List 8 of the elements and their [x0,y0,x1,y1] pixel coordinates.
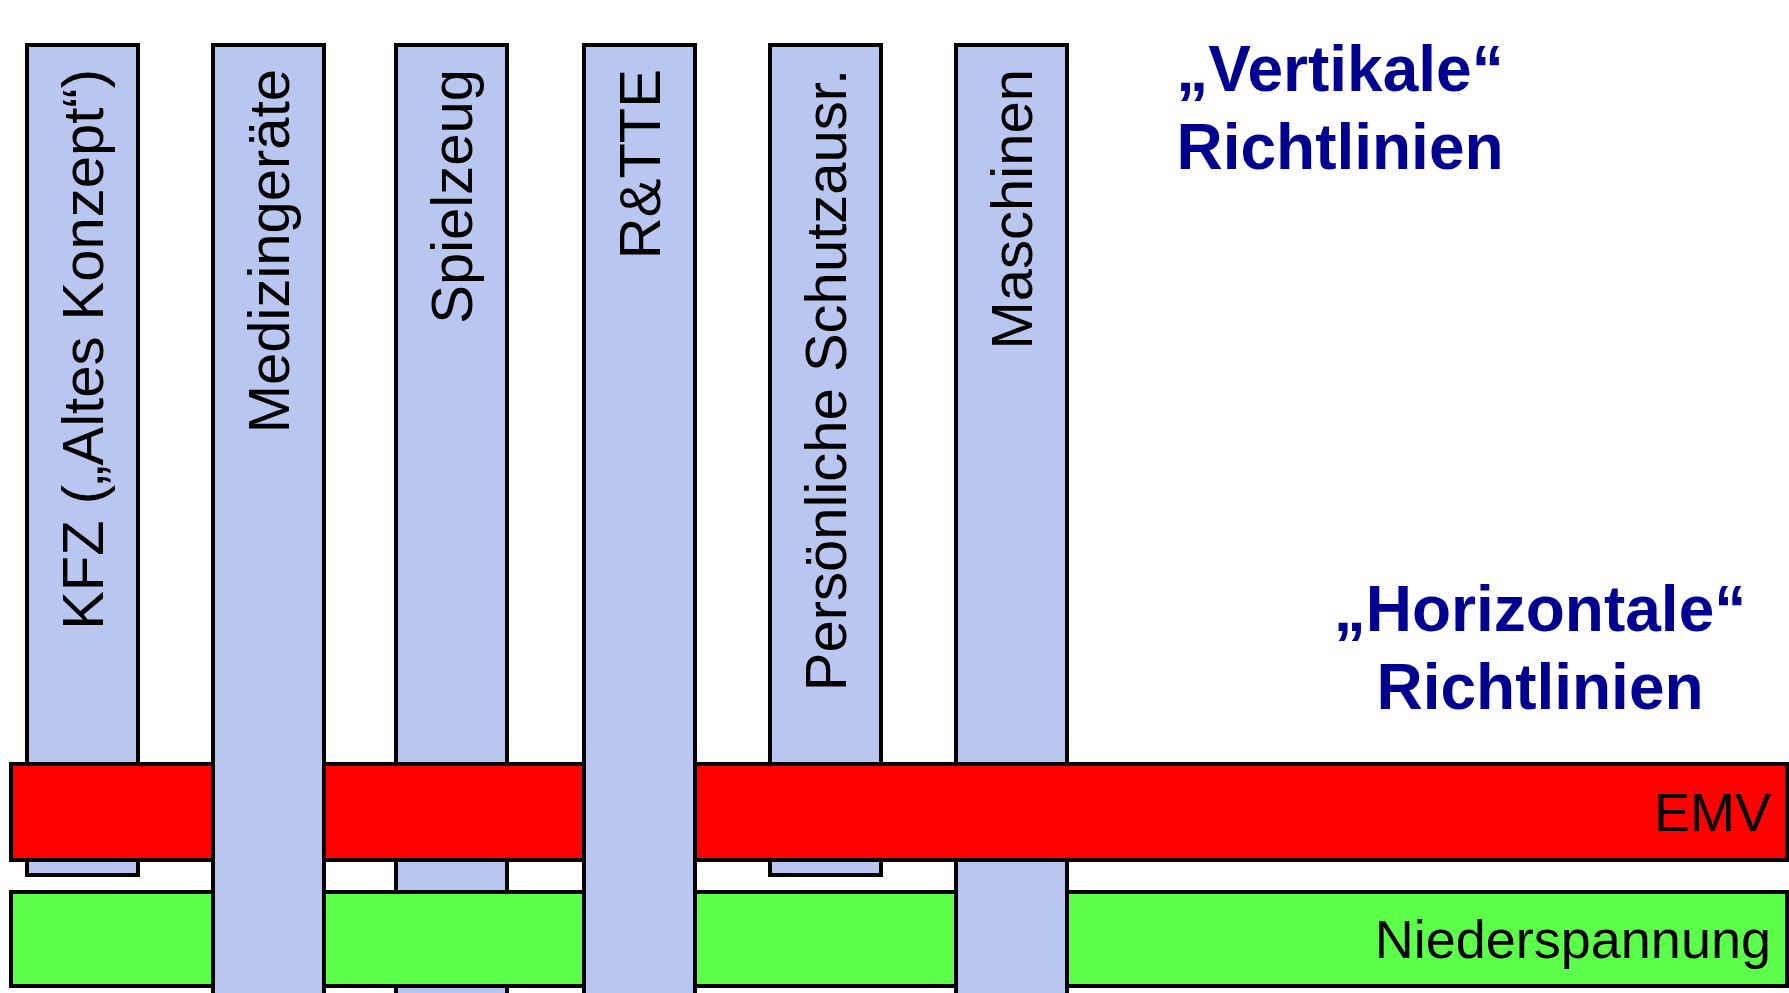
vertical-bar [582,43,697,993]
bar-label: R&TTE [610,69,669,260]
heading: „Vertikale“ Richtlinien [1175,32,1505,186]
bar-label: Maschinen [982,69,1041,350]
bar-label: Persönliche Schutzausr. [796,69,855,692]
heading: „Horizontale“ Richtlinien [1332,572,1748,726]
bar-label: EMV [1653,785,1771,839]
vertical-bar [211,43,326,993]
